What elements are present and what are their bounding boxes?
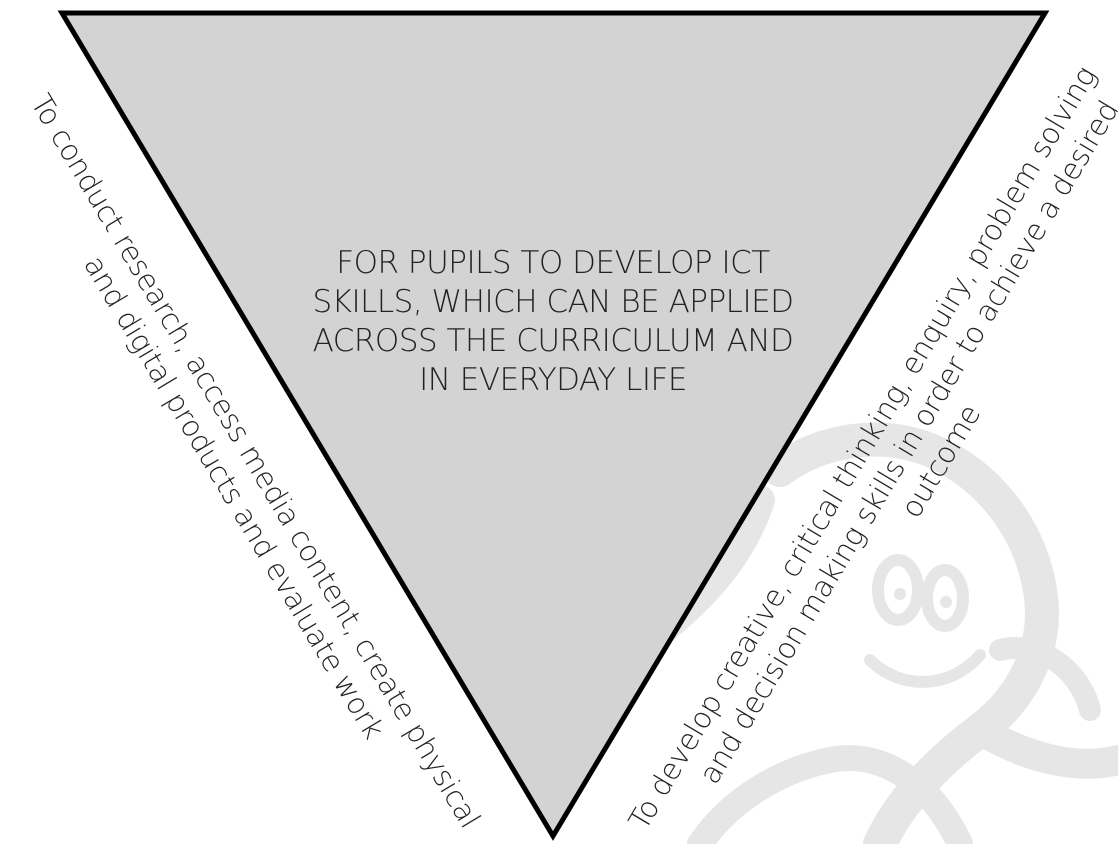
triangle-text: FOR PUPILS TO DEVELOP ICT SKILLS, WHICH … <box>312 245 794 398</box>
triangle-line-1: FOR PUPILS TO DEVELOP ICT <box>336 245 770 281</box>
triangle-line-4: IN EVERYDAY LIFE <box>419 362 687 398</box>
triangle-line-3: ACROSS THE CURRICULUM AND <box>313 323 794 359</box>
smiling-figure-watermark-icon <box>545 422 1118 844</box>
inverted-triangle <box>57 10 1050 841</box>
triangle-line-2: SKILLS, WHICH CAN BE APPLIED <box>312 284 793 320</box>
